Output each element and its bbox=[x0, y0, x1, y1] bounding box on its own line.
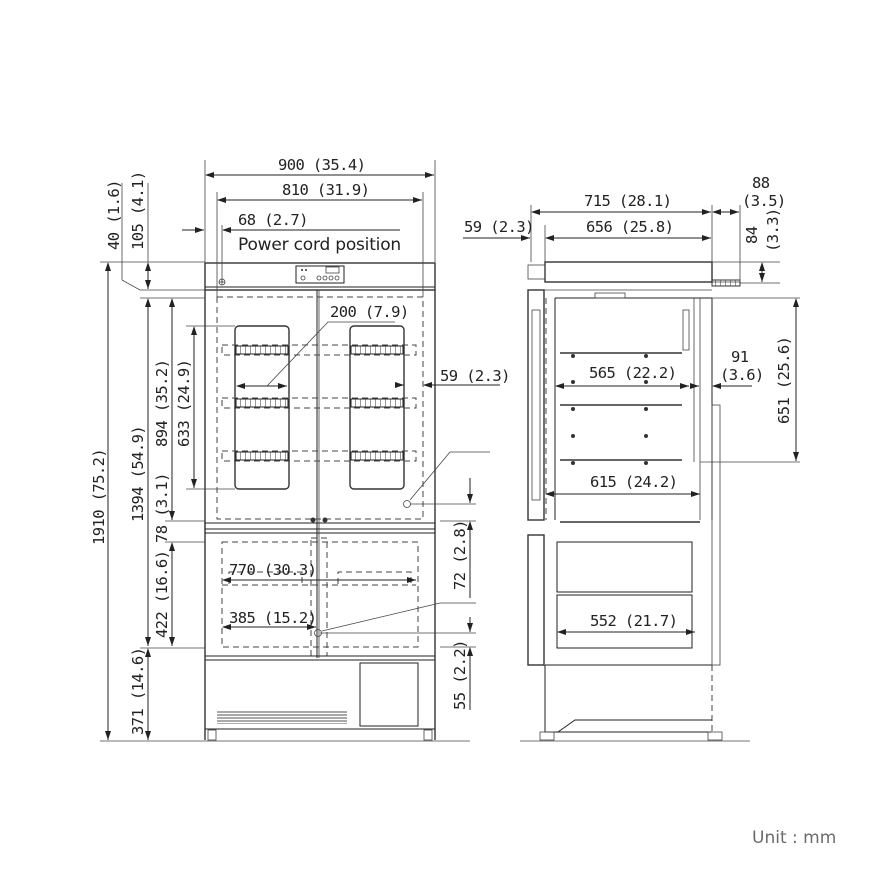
control-panel-housing bbox=[204, 262, 436, 291]
front-view: 900 (35.4) 810 (31.9) 68 (2.7) Power cor… bbox=[90, 156, 510, 742]
dim-rear-88-inch: (3.5) bbox=[742, 192, 786, 210]
dim-window-633: 633 (24.9) bbox=[175, 360, 193, 447]
upper-lock bbox=[403, 500, 411, 508]
side-upper-door bbox=[527, 289, 545, 521]
dim-half-width-385: 385 (15.2) bbox=[229, 609, 316, 627]
upper-shelves bbox=[221, 344, 417, 462]
dim-window-width-200: 200 (7.9) bbox=[330, 303, 409, 321]
dim-shelf-615: 615 (24.2) bbox=[590, 473, 677, 491]
dim-base-371: 371 (14.6) bbox=[129, 648, 147, 735]
dim-gap-91-inch: (3.6) bbox=[720, 366, 764, 384]
dim-door-59: 59 (2.3) bbox=[464, 218, 534, 236]
dim-overall-width: 900 (35.4) bbox=[278, 156, 365, 174]
dim-gap-91: 91 bbox=[731, 348, 749, 366]
dim-lock-72: 72 (2.8) bbox=[451, 520, 469, 590]
dim-top-105: 105 (4.1) bbox=[129, 171, 147, 250]
side-shelves bbox=[560, 352, 700, 523]
dim-upper-894: 894 (35.2) bbox=[153, 360, 171, 447]
dim-power-cord-offset: 68 (2.7) bbox=[238, 211, 308, 229]
vent-grille bbox=[217, 710, 347, 724]
dim-shelf-565: 565 (22.2) bbox=[589, 364, 676, 382]
dim-height-1394: 1394 (54.9) bbox=[129, 426, 147, 522]
dim-inner-656: 656 (25.8) bbox=[586, 218, 673, 236]
dim-lower-width-770: 770 (30.3) bbox=[229, 561, 316, 579]
access-panel bbox=[359, 662, 419, 727]
dim-lower-422: 422 (16.6) bbox=[153, 551, 171, 638]
dim-mid-78: 78 (3.1) bbox=[153, 473, 171, 543]
dim-total-height: 1910 (75.2) bbox=[90, 449, 108, 545]
dim-side-59: 59 (2.3) bbox=[440, 367, 510, 385]
dim-lock-55: 55 (2.2) bbox=[451, 640, 469, 710]
dim-drawer-552: 552 (21.7) bbox=[590, 612, 677, 630]
dim-height-651: 651 (25.6) bbox=[775, 337, 793, 424]
side-view: 715 (28.1) 88 (3.5) 59 (2.3) 656 (25.8) … bbox=[463, 174, 800, 742]
dim-inner-width: 810 (31.9) bbox=[282, 181, 369, 199]
power-cord-label: Power cord position bbox=[238, 235, 401, 255]
dim-top-84-inch: (3.3) bbox=[764, 208, 782, 252]
dim-rear-88: 88 bbox=[752, 174, 770, 192]
control-display bbox=[295, 265, 345, 284]
dim-top-40: 40 (1.6) bbox=[105, 180, 123, 250]
side-lower-door bbox=[527, 534, 545, 666]
dim-top-84: 84 bbox=[743, 226, 761, 244]
unit-note: Unit : mm bbox=[752, 828, 837, 848]
dim-depth-715: 715 (28.1) bbox=[584, 192, 671, 210]
